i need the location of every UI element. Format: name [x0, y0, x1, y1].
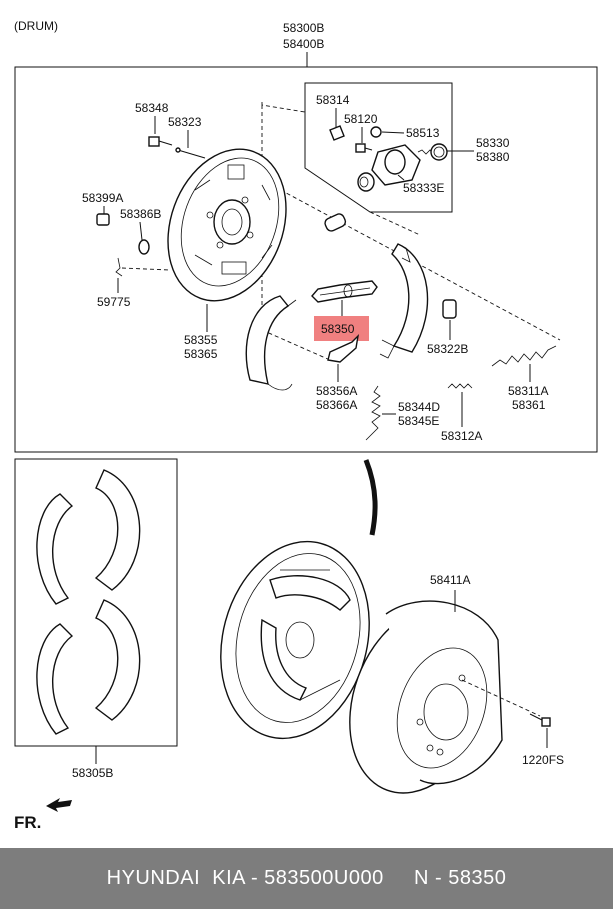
front-arrow-icon: [46, 798, 72, 812]
label-58322B: 58322B: [427, 342, 468, 356]
part-number-footer: HYUNDAI KIA - 583500U000 N - 58350: [0, 848, 613, 909]
cap-58513: [370, 126, 382, 138]
lever-58356A: [327, 333, 360, 363]
brake-shoe-right: [379, 243, 429, 359]
highlight-58350: [314, 316, 369, 341]
label-58361: 58361: [512, 398, 546, 412]
drum-note: (DRUM): [14, 19, 58, 33]
wheel-cylinder: [357, 143, 448, 192]
label-58366A: 58366A: [316, 398, 357, 412]
label-58356A: 58356A: [316, 384, 357, 398]
spring-58311A: [491, 345, 557, 367]
label-58333E: 58333E: [403, 181, 444, 195]
shoe-set-box: [14, 458, 178, 747]
label-58400B: 58400B: [283, 37, 324, 51]
label-58311A: 58311A: [508, 384, 548, 398]
guide-line-4: [369, 211, 421, 236]
brake-parts-diagram: (DRUM) 58300B 58400B 58348 58323 58355: [14, 19, 598, 832]
label-58365: 58365: [184, 347, 218, 361]
guide-line-5: [261, 329, 331, 361]
nut-58399A: [96, 213, 110, 226]
label-58344D: 58344D: [398, 400, 440, 414]
pointer-arrow: [363, 459, 378, 536]
direction-label: FR.: [14, 813, 41, 832]
label-58120: 58120: [344, 112, 378, 126]
gasket: [324, 213, 347, 232]
label-59775: 59775: [97, 295, 131, 309]
backing-plate: [167, 148, 287, 302]
wheel-cylinder-subbox: [304, 82, 453, 213]
bolt-58348: [148, 136, 173, 147]
bleeder-screw-58120: [355, 143, 373, 153]
pin-58323: [175, 147, 206, 159]
label-58305B: 58305B: [72, 766, 113, 780]
label-58345E: 58345E: [398, 414, 439, 428]
label-58314: 58314: [316, 93, 350, 107]
label-58323: 58323: [168, 115, 202, 129]
label-58380: 58380: [476, 150, 510, 164]
bleeder-cap-58314: [329, 125, 345, 141]
spring-58344D: [365, 385, 381, 441]
label-58330: 58330: [476, 136, 510, 150]
shoe-set-58305B: [36, 469, 141, 735]
assembled-brake: [220, 540, 370, 740]
label-1220FS: 1220FS: [522, 753, 564, 767]
brake-drum: [349, 600, 503, 794]
label-58355: 58355: [184, 333, 218, 347]
label-58386B: 58386B: [120, 207, 161, 221]
footer-text: HYUNDAI KIA - 583500U000 N - 58350: [106, 867, 507, 889]
clip-59775: [115, 257, 171, 277]
guide-line-1: [261, 102, 306, 113]
grommet-58386B: [138, 239, 150, 255]
clip-58322B: [442, 299, 457, 319]
adjuster-58350: [311, 280, 378, 303]
label-58350: 58350: [321, 322, 355, 336]
brake-shoe-left: [245, 295, 297, 391]
label-58300B: 58300B: [283, 21, 324, 35]
label-58399A: 58399A: [82, 191, 123, 205]
label-58348: 58348: [135, 101, 169, 115]
upper-parts-box: [14, 66, 598, 453]
label-58312A: 58312A: [441, 429, 482, 443]
spring-58312A: [447, 383, 473, 389]
bolt-1220FS: [529, 713, 551, 727]
label-58411A: 58411A: [430, 573, 470, 587]
label-58513: 58513: [406, 126, 440, 140]
